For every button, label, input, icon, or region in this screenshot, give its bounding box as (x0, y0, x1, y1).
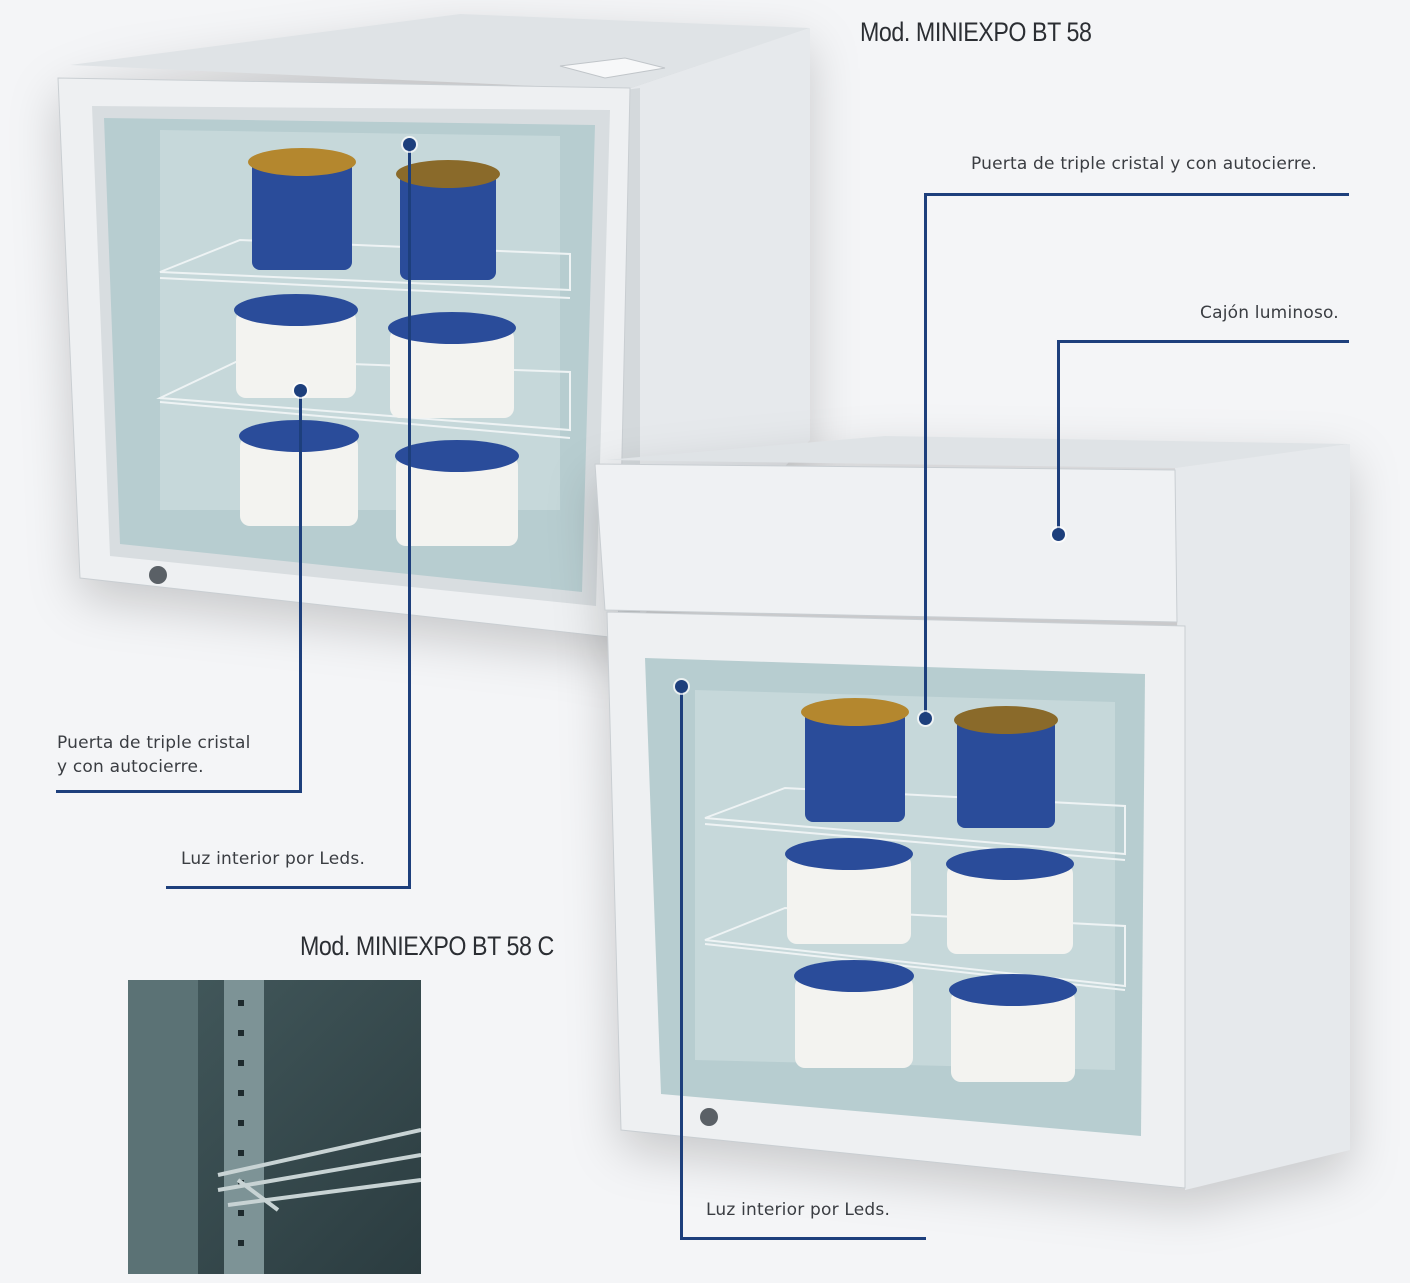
callout-line-right-drawer-h (1057, 340, 1349, 343)
callout-line-right-door-v (924, 193, 927, 718)
callout-text-left-door-line1: Puerta de triple cristal (57, 733, 251, 753)
callout-line-right-leds-h (680, 1237, 926, 1240)
model-title-bt58: Mod. MINIEXPO BT 58 (860, 17, 1092, 47)
callout-dot-right-leds (675, 680, 688, 693)
interior-shelf-detail-photo (128, 980, 421, 1274)
callout-line-right-leds-v (680, 686, 683, 1240)
callout-line-left-door-h (56, 790, 302, 793)
callout-dot-left-leds (403, 138, 416, 151)
callout-dot-left-door (294, 384, 307, 397)
fridge-bt58-photo (57, 14, 810, 650)
callout-line-left-leds-v (408, 143, 411, 889)
callout-text-left-door-line2: y con autocierre. (57, 757, 204, 777)
callout-line-right-door-h (924, 193, 1349, 196)
callout-text-right-drawer: Cajón luminoso. (1200, 303, 1339, 323)
callout-text-right-door: Puerta de triple cristal y con autocierr… (971, 154, 1317, 174)
model-title-bt58c: Mod. MINIEXPO BT 58 C (300, 931, 554, 961)
callout-line-left-leds-h (166, 886, 411, 889)
callout-text-right-leds: Luz interior por Leds. (706, 1200, 891, 1220)
callout-dot-right-drawer (1052, 528, 1065, 541)
fridge-bt58c-photo (594, 436, 1350, 1190)
callout-text-left-leds: Luz interior por Leds. (181, 849, 366, 869)
callout-line-left-door-v (299, 390, 302, 793)
callout-dot-right-door (919, 712, 932, 725)
callout-line-right-drawer-v (1057, 340, 1060, 534)
